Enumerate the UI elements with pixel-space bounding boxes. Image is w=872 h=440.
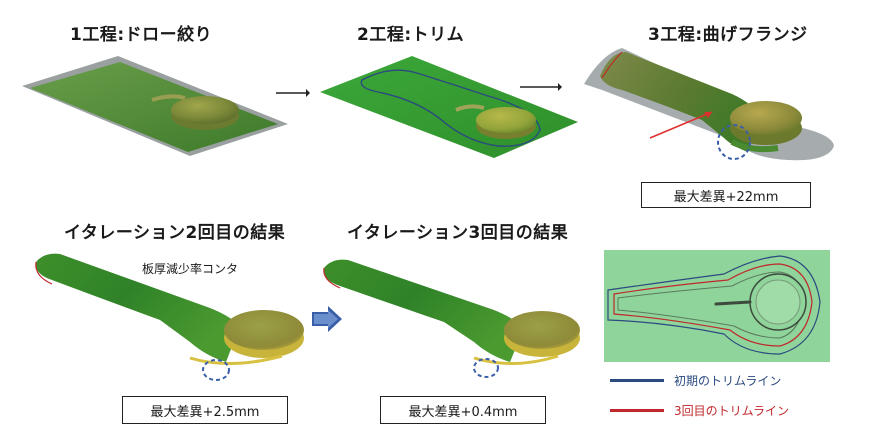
step1-draw-part bbox=[22, 56, 288, 156]
step2-trim-part bbox=[320, 56, 578, 158]
deviation-circle-iteration3 bbox=[473, 358, 499, 378]
iteration3-title: イタレーション3回目の結果 bbox=[347, 223, 569, 243]
legend-third-label: 3回目のトリムライン bbox=[674, 404, 790, 418]
step3-title: 3工程:曲げフランジ bbox=[648, 25, 808, 45]
legend-initial-swatch bbox=[610, 379, 664, 382]
red-pointer-arrow bbox=[649, 111, 713, 139]
arrow-step1-to-step2 bbox=[276, 89, 310, 97]
step3-flange-part bbox=[584, 48, 834, 161]
iteration3-part bbox=[323, 259, 580, 378]
trim-line-plan-view bbox=[604, 250, 830, 362]
iteration-arrow bbox=[312, 306, 342, 332]
deviation-circle-step3 bbox=[717, 124, 751, 160]
step2-title: 2工程:トリム bbox=[357, 25, 465, 45]
legend-third-swatch bbox=[610, 409, 664, 412]
legend-initial-label: 初期のトリムライン bbox=[674, 374, 782, 388]
step1-title: 1工程:ドロー絞り bbox=[70, 25, 213, 45]
iteration2-title: イタレーション2回目の結果 bbox=[64, 223, 286, 243]
arrow-step2-to-step3 bbox=[520, 83, 562, 91]
legend-third: 3回目のトリムライン bbox=[610, 402, 789, 419]
deviation-circle-iteration2 bbox=[202, 359, 230, 381]
iteration2-part bbox=[35, 253, 304, 381]
iteration2-result-box: 最大差異+2.5mm bbox=[122, 396, 288, 424]
iteration3-result-box: 最大差異+0.4mm bbox=[380, 396, 546, 424]
contour-label: 板厚減少率コンタ bbox=[142, 262, 239, 276]
legend-initial: 初期のトリムライン bbox=[610, 372, 781, 389]
step3-result-box: 最大差異+22mm bbox=[641, 182, 811, 208]
